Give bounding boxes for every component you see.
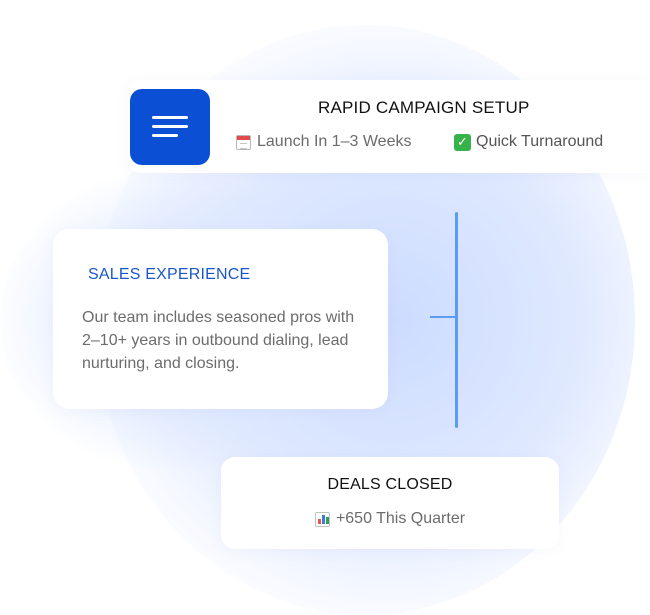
deals-closed-card: DEALS CLOSED +650 This Quarter bbox=[221, 457, 559, 549]
connector-line-vertical bbox=[455, 212, 458, 428]
campaign-setup-card: RAPID CAMPAIGN SETUP Launch In 1–3 Weeks… bbox=[128, 80, 650, 173]
check-box-icon: ✓ bbox=[454, 133, 471, 151]
sales-experience-card: SALES EXPERIENCE Our team includes seaso… bbox=[53, 229, 388, 409]
connector-line-horizontal bbox=[430, 316, 457, 318]
deals-closed-stat: +650 This Quarter bbox=[221, 510, 559, 528]
bar-chart-icon bbox=[314, 511, 330, 527]
menu-lines-icon bbox=[130, 89, 210, 165]
launch-timeline: Launch In 1–3 Weeks bbox=[236, 133, 411, 151]
sales-experience-title: SALES EXPERIENCE bbox=[88, 266, 251, 283]
calendar-icon bbox=[236, 134, 251, 150]
quick-turnaround: ✓ Quick Turnaround bbox=[454, 133, 603, 151]
deals-closed-stat-text: +650 This Quarter bbox=[335, 510, 466, 527]
sales-experience-description: Our team includes seasoned pros with 2–1… bbox=[82, 309, 355, 372]
quick-turnaround-text: Quick Turnaround bbox=[476, 133, 604, 150]
launch-timeline-text: Launch In 1–3 Weeks bbox=[257, 133, 412, 150]
campaign-setup-title: RAPID CAMPAIGN SETUP bbox=[318, 98, 530, 117]
deals-closed-title: DEALS CLOSED bbox=[327, 476, 453, 493]
